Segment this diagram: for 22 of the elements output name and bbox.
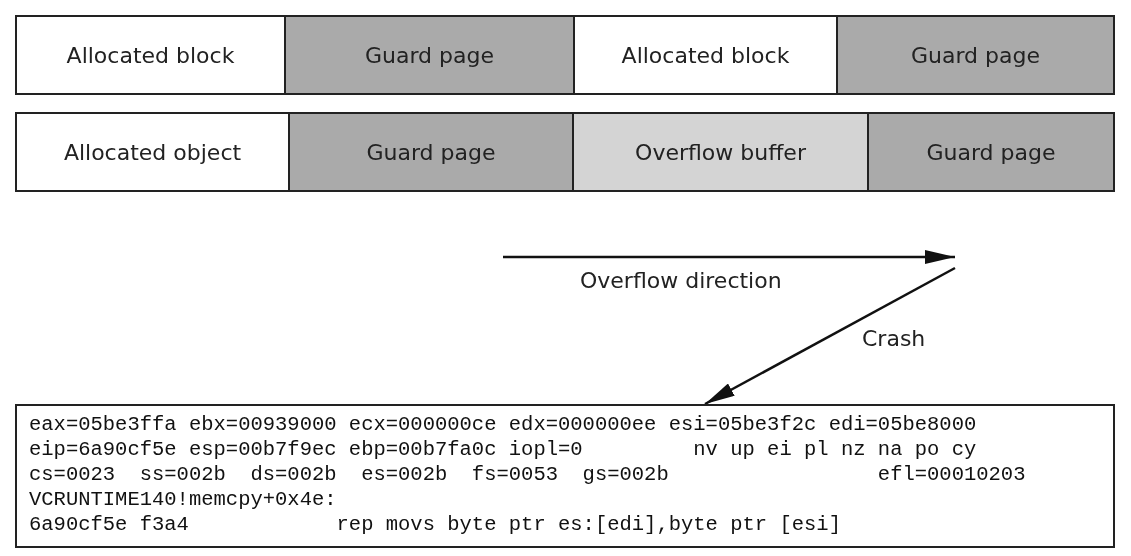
memory-block-box: [15, 112, 290, 192]
block-label: Guard page: [926, 139, 1056, 165]
guard-page-box: [284, 15, 575, 95]
block-label: Overflow buffer: [635, 139, 806, 165]
buffer-box: [572, 112, 869, 192]
block-label: Guard page: [366, 139, 496, 165]
guard-page-box: [836, 15, 1115, 95]
guard-page-box: [867, 112, 1115, 192]
register-dump-line: 6a90cf5e f3a4 rep movs byte ptr es:[edi],byte ptr [esi]: [29, 512, 842, 537]
register-dump-line: cs=0023 ss=002b ds=002b es=002b fs=0053 gs=002b efl=00010203: [29, 462, 1027, 487]
register-dump-line: eip=6a90cf5e esp=00b7f9ec ebp=00b7fa0c iopl=0 nv up ei pl nz na po cy: [29, 437, 978, 462]
block-label: Guard page: [910, 42, 1040, 68]
guard-page-box: [288, 112, 574, 192]
block-label: Allocated block: [66, 42, 235, 68]
block-label: Allocated block: [621, 42, 790, 68]
block-label: Guard page: [364, 42, 494, 68]
block-label: Allocated object: [63, 139, 242, 165]
register-dump-line: VCRUNTIME140!memcpy+0x4e:: [29, 487, 338, 512]
console-output-panel: [15, 404, 1115, 548]
memory-block-box: [573, 15, 838, 95]
memory-block-box: [15, 15, 286, 95]
register-dump-line: eax=05be3ffa ebx=00939000 ecx=000000ce edx=000000ee esi=05be3f2c edi=05be8000: [29, 412, 978, 437]
